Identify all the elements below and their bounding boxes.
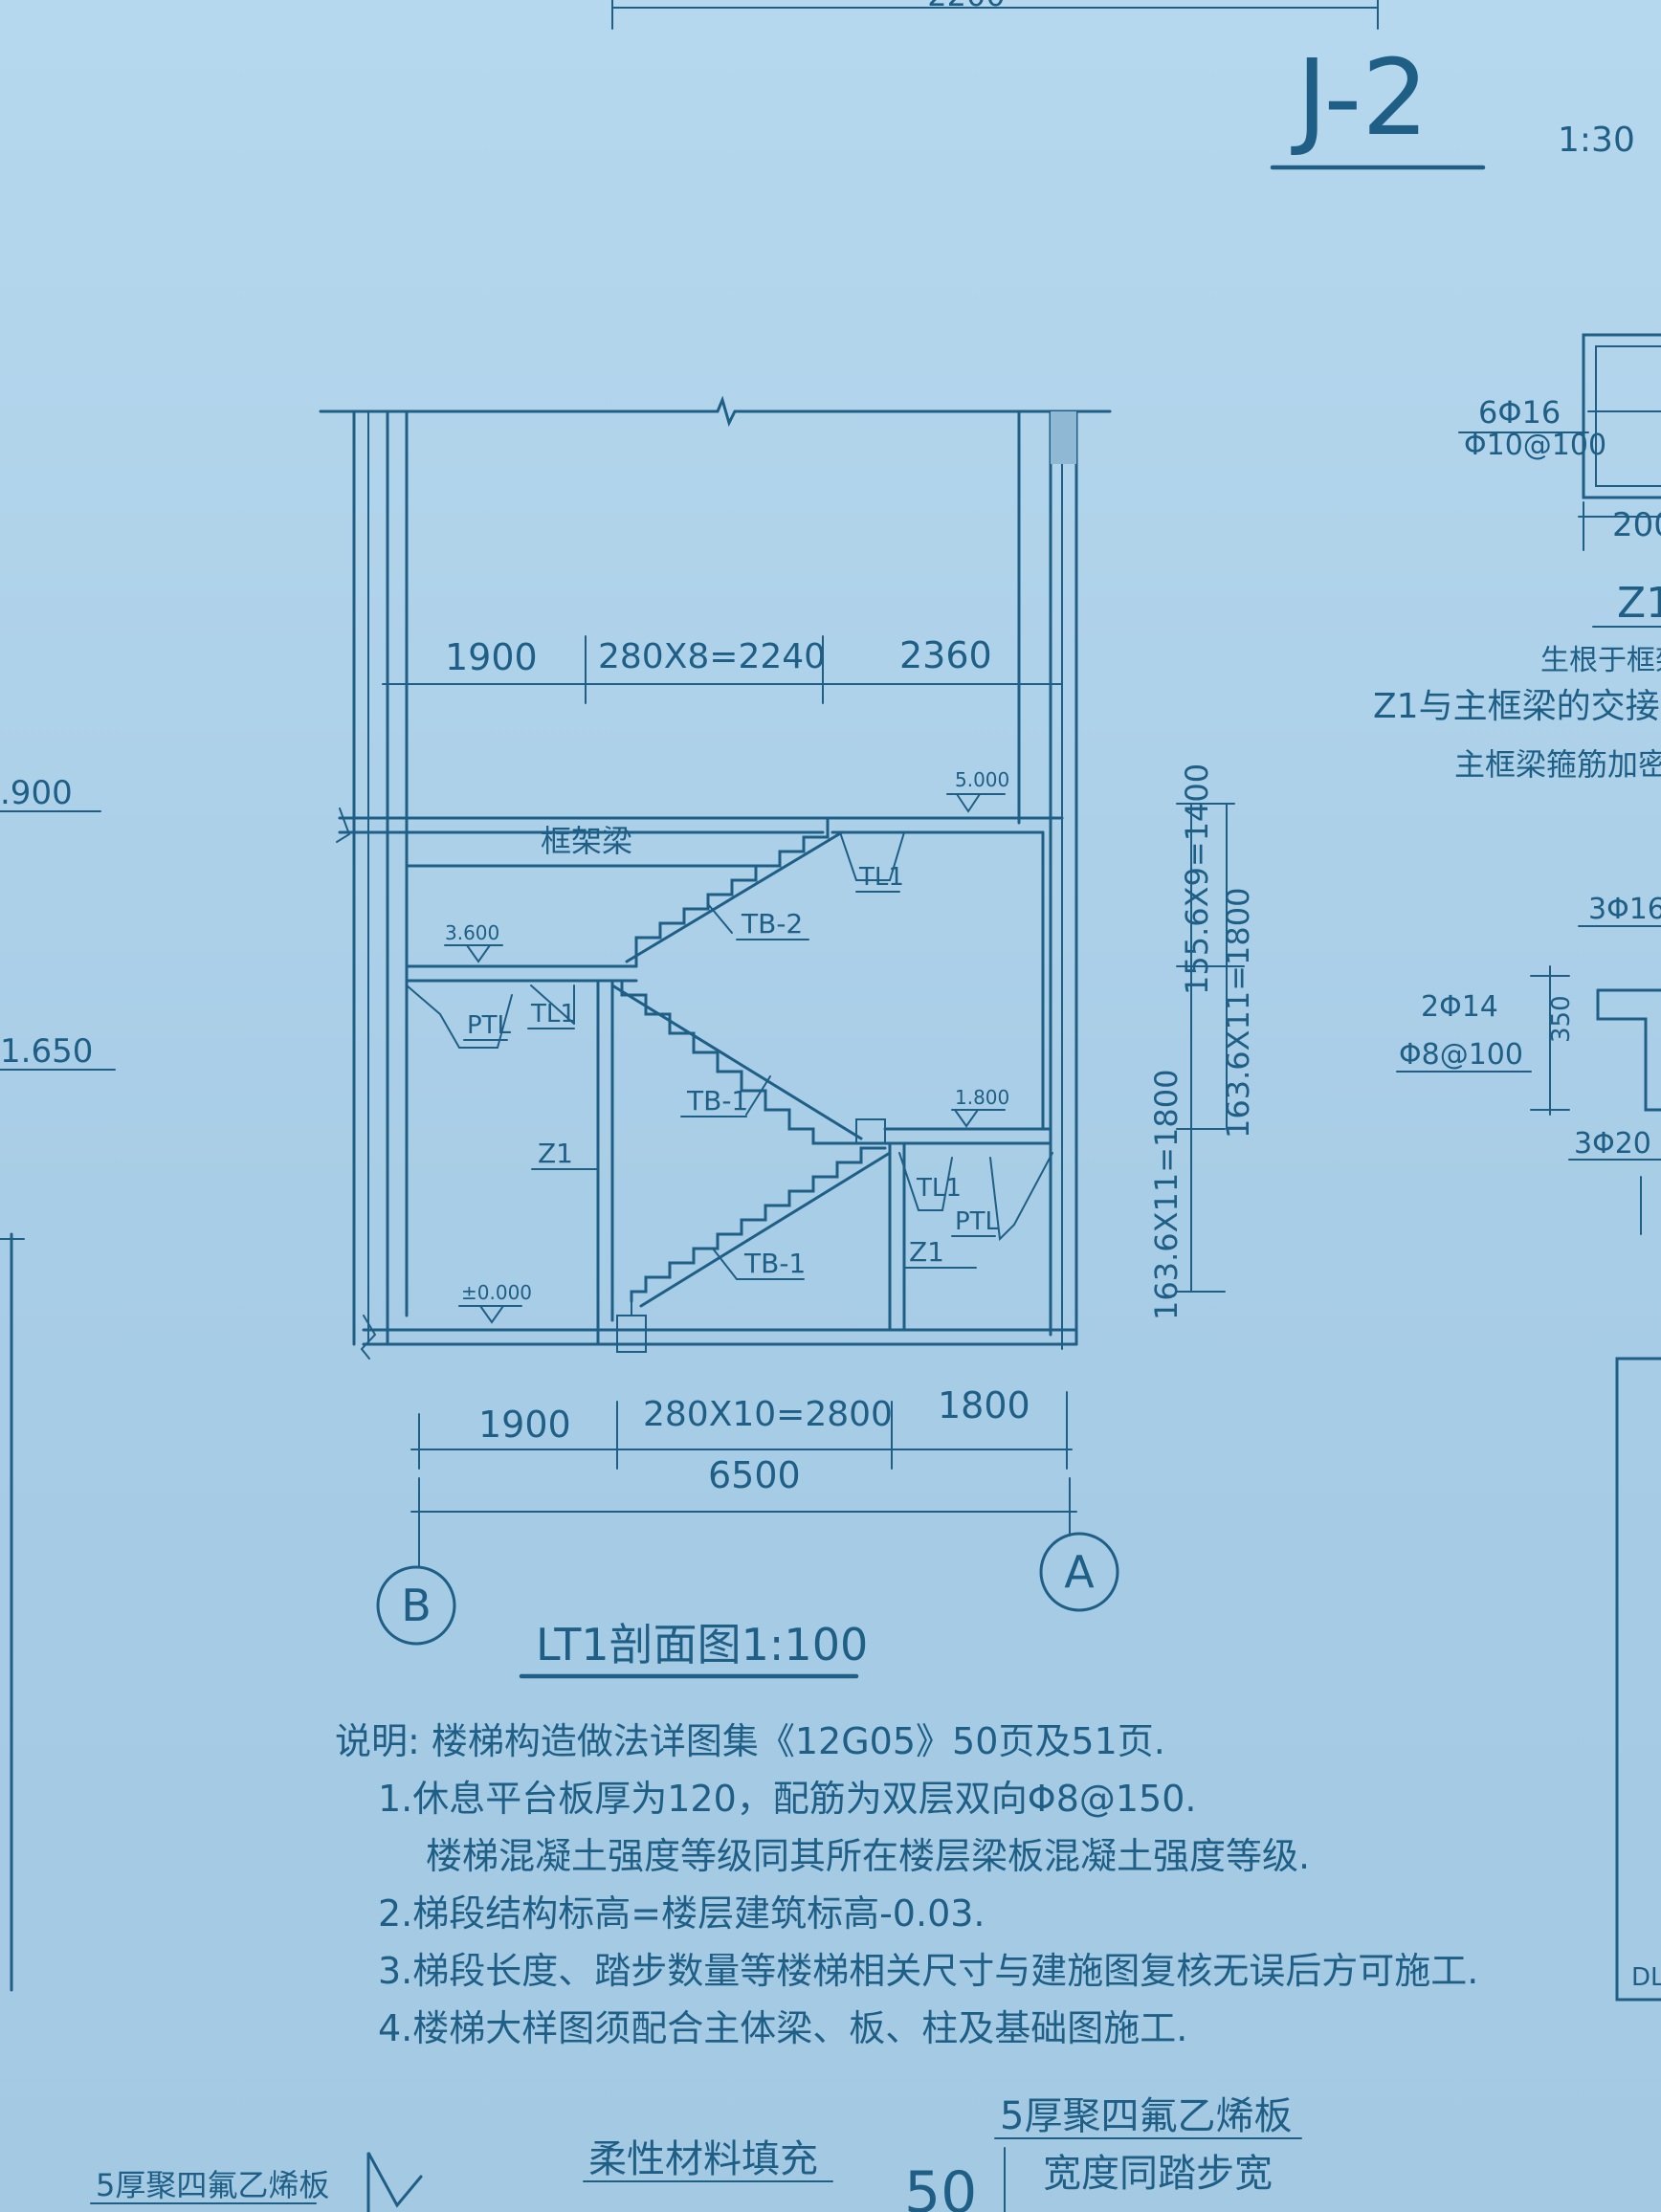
dim-bottom-1: 1900 (478, 1404, 571, 1446)
label-ptl-upper: PTL (467, 1011, 512, 1040)
dim-right-3: 163.6X11=1800 (1148, 1070, 1185, 1321)
detail-width-1: 200 (1612, 506, 1661, 544)
bottom-details: 5厚聚四氟乙烯板 柔性材料填充 50 5厚聚四氟乙烯板 宽度同踏步宽 (90, 2094, 1302, 2212)
label-ptl-lower: PTL (955, 1207, 1000, 1236)
elevation-0000: ±0.000 (461, 1281, 532, 1304)
dim-top-1: 1900 (445, 636, 538, 678)
left-level-2: 1.650 (0, 1032, 93, 1071)
dim-right-2: 163.6X11=1800 (1220, 888, 1256, 1139)
design-notes: 说明: 楼梯构造做法详图集《12G05》50页及51页. 1.休息平台板厚为12… (335, 1713, 1483, 2057)
dim-top-3: 2360 (899, 634, 992, 676)
left-level-1: .900 (0, 774, 73, 812)
dimensions-top: 1900 280X8=2240 2360 (382, 634, 1063, 704)
detail-tag: DL (1631, 1963, 1661, 1992)
label-tb1-lower: TB-1 (743, 1248, 806, 1279)
bottom-mid-label: 柔性材料填充 (588, 2137, 818, 2181)
dim-bottom-2: 280X10=2800 (643, 1395, 893, 1434)
bottom-right-label-2: 宽度同踏步宽 (1043, 2152, 1273, 2196)
detail-title: Z1 (1617, 579, 1661, 628)
note-item-1-cont: 楼梯混凝土强度等级同其所在楼层梁板混凝土强度等级. (426, 1835, 1311, 1877)
mid-landing (405, 964, 638, 1346)
label-tb1-mid: TB-1 (686, 1085, 748, 1117)
left-edge-levels: .900 1.650 (0, 774, 116, 1992)
elevation-1800: 1.800 (955, 1086, 1009, 1109)
dim-right-1: 155.6X9=1400 (1179, 763, 1215, 995)
sheet-scale: 1:30 (1558, 121, 1635, 160)
lower-landing (883, 1127, 1053, 1332)
detail-note-1: 生根于框架 (1540, 644, 1661, 677)
upper-slab (336, 807, 1064, 1131)
detail-height-2: 350 (1547, 995, 1576, 1043)
label-tl1-mid: TL1 (530, 1000, 576, 1029)
elevation-3600: 3.600 (445, 921, 499, 944)
bottom-partial: 50 (904, 2159, 977, 2212)
bottom-right-label: 5厚聚四氟乙烯板 (1000, 2094, 1292, 2138)
detail-rebar-4: 3Φ20 (1574, 1127, 1651, 1161)
dimensions-right: 155.6X9=1400 163.6X11=1800 163.6X11=1800 (1148, 763, 1256, 1320)
dimensions-bottom: 1900 280X10=2800 1800 6500 (410, 1384, 1077, 1568)
axis-bubble-b (376, 1565, 456, 1646)
bottom-left-label: 5厚聚四氟乙烯板 (96, 2167, 329, 2203)
label-z1-left: Z1 (538, 1138, 573, 1169)
dim-bottom-3: 1800 (938, 1384, 1030, 1427)
sheet-title: J-2 (1291, 36, 1428, 159)
label-frame-beam: 框架梁 (541, 823, 632, 859)
dim-top-2: 280X8=2240 (598, 637, 826, 676)
detail-rebar-2: 3Φ16 (1588, 893, 1661, 926)
notes-heading: 说明: 楼梯构造做法详图集《12G05》50页及51页. (335, 1720, 1165, 1762)
member-labels: 框架梁 TL1 TB-2 PTL TL1 TB-1 Z1 TL1 PTL Z1 … (463, 823, 1000, 1280)
detail-stirrup-2: Φ8@100 (1399, 1038, 1523, 1072)
note-item-1: 1.休息平台板厚为120，配筋为双层双向Φ8@150. (378, 1778, 1197, 1820)
note-item-3: 3.梯段长度、踏步数量等楼梯相关尺寸与建施图复核无误后方可施工. (378, 1950, 1479, 1992)
elevation-markers: 5.000 3.600 1.800 ±0.000 (444, 768, 1009, 1324)
label-z1-right: Z1 (909, 1236, 944, 1268)
axis-label-b: B (401, 1580, 432, 1631)
section-title: LT1剖面图1:100 (536, 1619, 868, 1670)
label-tl1-upper: TL1 (858, 863, 904, 892)
detail-rebar-3: 2Φ14 (1421, 990, 1498, 1024)
detail-note-2: Z1与主框梁的交接处， (1373, 687, 1661, 726)
detail-note-3: 主框梁箍筋加密2 (1454, 746, 1661, 783)
section-walls (319, 395, 1112, 1360)
top-dim-label: 2200 (927, 0, 1005, 13)
detail-stirrup-1: Φ10@100 (1464, 429, 1606, 462)
top-dimension: 2200 (611, 0, 1379, 30)
detail-rebar-1: 6Φ16 (1478, 394, 1561, 431)
axis-bubble-a (1039, 1532, 1119, 1612)
elevation-5000: 5.000 (955, 768, 1009, 791)
stair-flights (610, 816, 892, 1353)
axis-bubbles: B A (376, 1532, 1119, 1646)
label-tb2: TB-2 (741, 908, 803, 940)
dim-total: 6500 (708, 1454, 801, 1496)
axis-label-a: A (1064, 1546, 1095, 1598)
right-detail: 6Φ16 Φ10@100 200 Z1 生根于框架 Z1与主框梁的交接处， 主框… (1373, 333, 1661, 2002)
note-item-4: 4.楼梯大样图须配合主体梁、板、柱及基础图施工. (378, 2007, 1188, 2049)
note-item-2: 2.梯段结构标高=楼层建筑标高-0.03. (378, 1892, 986, 1935)
label-tl1-lower: TL1 (916, 1174, 962, 1203)
